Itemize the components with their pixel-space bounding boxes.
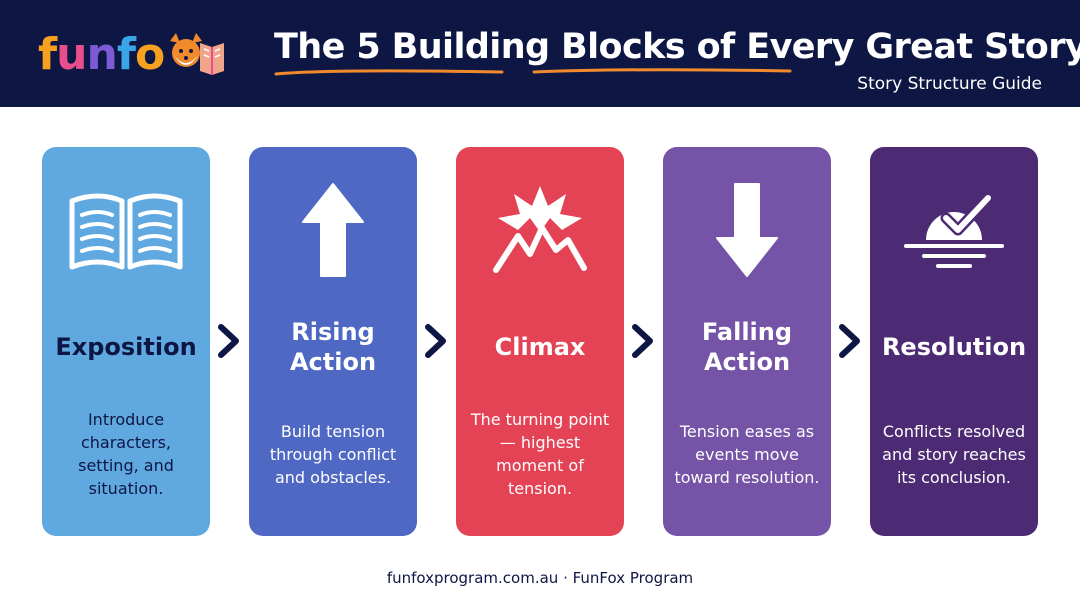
logo-letter: f: [38, 29, 57, 80]
funfox-logo[interactable]: f u n f o: [38, 28, 228, 82]
step-name: Rising Action: [289, 318, 377, 376]
header-banner: f u n f o The 5 Building Blocks of Every…: [0, 0, 1080, 107]
logo-letter: n: [86, 29, 117, 80]
step-name: Climax: [494, 333, 586, 361]
step-name: Resolution: [881, 333, 1027, 361]
footer-credit[interactable]: funfoxprogram.com.au · FunFox Program: [386, 569, 694, 587]
logo-wordmark: f u n f o: [38, 29, 165, 80]
logo-letter: o: [134, 29, 165, 80]
chevron-right-icon: [218, 324, 239, 358]
step-description: Tension eases as events move toward reso…: [674, 421, 820, 487]
title-underline-decoration: [274, 68, 792, 76]
step-name: Exposition: [55, 333, 197, 361]
step-card-falling-action: Falling Action Tension eases as events m…: [663, 147, 831, 536]
page-subtitle: Story Structure Guide: [857, 74, 1042, 94]
step-card-climax: Climax The turning point — highest momen…: [456, 147, 624, 536]
page-title: The 5 Building Blocks of Every Great Sto…: [274, 27, 1080, 67]
logo-letter: u: [56, 29, 87, 80]
logo-letter: f: [116, 29, 136, 80]
step-card-rising-action: Rising Action Build tension through conf…: [249, 147, 417, 536]
chevron-right-icon: [839, 324, 860, 358]
step-description: Build tension through conflict and obsta…: [269, 421, 397, 487]
chevron-right-icon: [632, 324, 653, 358]
step-description: Introduce characters, setting, and situa…: [78, 410, 174, 498]
arrow-up-icon: [249, 175, 417, 285]
sunset-check-icon: [870, 175, 1038, 285]
arrow-down-icon: [663, 175, 831, 285]
step-name: Falling Action: [701, 318, 793, 376]
open-book-icon: [42, 175, 210, 285]
fox-and-book-icon: [166, 31, 228, 79]
step-description: The turning point — highest moment of te…: [470, 410, 610, 498]
chevron-right-icon: [425, 324, 446, 358]
step-card-resolution: Resolution Conflicts resolved and story …: [870, 147, 1038, 536]
step-description: Conflicts resolved and story reaches its…: [882, 421, 1026, 487]
burst-peak-icon: [456, 175, 624, 285]
step-card-exposition: Exposition Introduce characters, setting…: [42, 147, 210, 536]
